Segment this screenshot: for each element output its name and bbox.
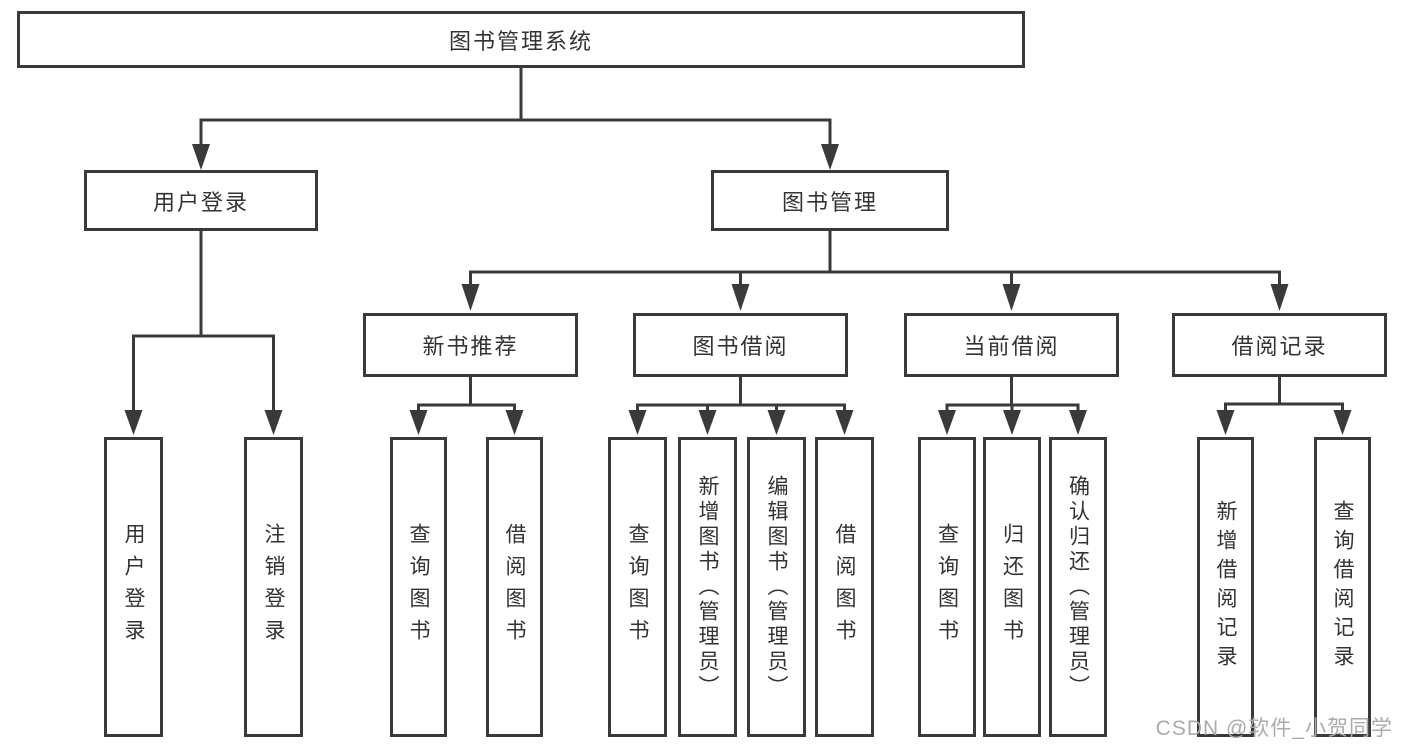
arrow-icon bbox=[192, 144, 210, 170]
node-book-borrowing: 图书借阅 bbox=[633, 313, 848, 377]
arrow-icon bbox=[767, 410, 786, 435]
leaf-borrow-borrow-books: 借阅图书 bbox=[815, 437, 874, 737]
leaf-records-add-record: 新增借阅记录 bbox=[1197, 437, 1254, 737]
leaf-label: 新增借阅记录 bbox=[1214, 500, 1237, 674]
leaf-label: 查询图书 bbox=[626, 523, 649, 651]
leaf-current-confirm-return-admin: 确认归还（管理员） bbox=[1049, 437, 1107, 737]
leaf-label: 注销登录 bbox=[262, 523, 285, 651]
node-label: 新书推荐 bbox=[422, 334, 519, 359]
connector-book-borrow-to-leaves bbox=[636, 377, 846, 412]
leaf-label: 用户登录 bbox=[122, 523, 145, 651]
leaf-borrow-edit-books-admin: 编辑图书（管理员） bbox=[747, 437, 806, 737]
leaf-current-return-books: 归还图书 bbox=[983, 437, 1041, 737]
node-label: 图书管理系统 bbox=[448, 28, 593, 54]
arrow-icon bbox=[731, 284, 750, 311]
leaf-newbook-borrow-books: 借阅图书 bbox=[486, 437, 543, 737]
node-label: 借阅记录 bbox=[1231, 334, 1328, 359]
leaf-borrow-query-books: 查询图书 bbox=[608, 437, 667, 737]
csdn-watermark: CSDN @软件_小贺同学 bbox=[1155, 717, 1393, 740]
arrow-icon bbox=[938, 410, 956, 435]
node-root-system: 图书管理系统 bbox=[17, 11, 1025, 68]
node-label: 图书管理 bbox=[781, 189, 878, 215]
arrow-icon bbox=[264, 410, 283, 435]
arrow-icon bbox=[1003, 410, 1021, 435]
leaf-user-login: 用户登录 bbox=[104, 437, 163, 737]
leaf-label: 新增图书（管理员） bbox=[696, 474, 719, 700]
arrow-icon bbox=[409, 410, 428, 435]
leaf-label: 借阅图书 bbox=[503, 523, 526, 651]
connector-records-to-leaves bbox=[1224, 377, 1344, 412]
connector-user-login-to-leaves bbox=[132, 231, 275, 412]
connector-book-mgmt-to-level3 bbox=[469, 231, 1281, 286]
leaf-logout: 注销登录 bbox=[244, 437, 303, 737]
leaf-newbook-query-books: 查询图书 bbox=[390, 437, 447, 737]
leaf-label: 借阅图书 bbox=[833, 523, 856, 651]
leaf-current-query-books: 查询图书 bbox=[918, 437, 976, 737]
arrow-icon bbox=[628, 410, 647, 435]
leaf-label: 确认归还（管理员） bbox=[1066, 474, 1090, 700]
connector-new-book-to-leaves bbox=[417, 377, 516, 412]
node-label: 用户登录 bbox=[152, 189, 249, 215]
node-label: 图书借阅 bbox=[692, 334, 789, 359]
node-new-book-recommend: 新书推荐 bbox=[363, 313, 578, 377]
arrow-icon bbox=[1333, 410, 1352, 435]
arrow-icon bbox=[505, 410, 524, 435]
arrow-icon bbox=[461, 284, 480, 311]
arrow-icon bbox=[1216, 410, 1235, 435]
arrow-icon bbox=[1002, 284, 1021, 311]
arrow-icon bbox=[835, 410, 854, 435]
arrow-icon bbox=[124, 410, 143, 435]
node-borrowing-records: 借阅记录 bbox=[1172, 313, 1387, 377]
arrow-icon bbox=[698, 410, 717, 435]
arrow-icon bbox=[821, 144, 839, 170]
leaf-label: 查询图书 bbox=[935, 523, 959, 651]
leaf-label: 编辑图书（管理员） bbox=[765, 474, 788, 700]
leaf-borrow-add-books-admin: 新增图书（管理员） bbox=[678, 437, 737, 737]
leaf-records-query-record: 查询借阅记录 bbox=[1314, 437, 1371, 737]
connector-root-to-level2 bbox=[199, 68, 832, 146]
node-label: 当前借阅 bbox=[963, 334, 1060, 359]
leaf-label: 查询图书 bbox=[407, 523, 430, 651]
arrow-icon bbox=[1270, 284, 1289, 311]
connector-current-borrow-to-leaves bbox=[945, 377, 1080, 412]
node-current-borrowing: 当前借阅 bbox=[904, 313, 1119, 377]
node-book-management: 图书管理 bbox=[711, 170, 949, 231]
node-user-login: 用户登录 bbox=[84, 170, 318, 231]
arrow-icon bbox=[1069, 410, 1087, 435]
leaf-label: 查询借阅记录 bbox=[1331, 500, 1354, 674]
leaf-label: 归还图书 bbox=[1000, 523, 1024, 651]
